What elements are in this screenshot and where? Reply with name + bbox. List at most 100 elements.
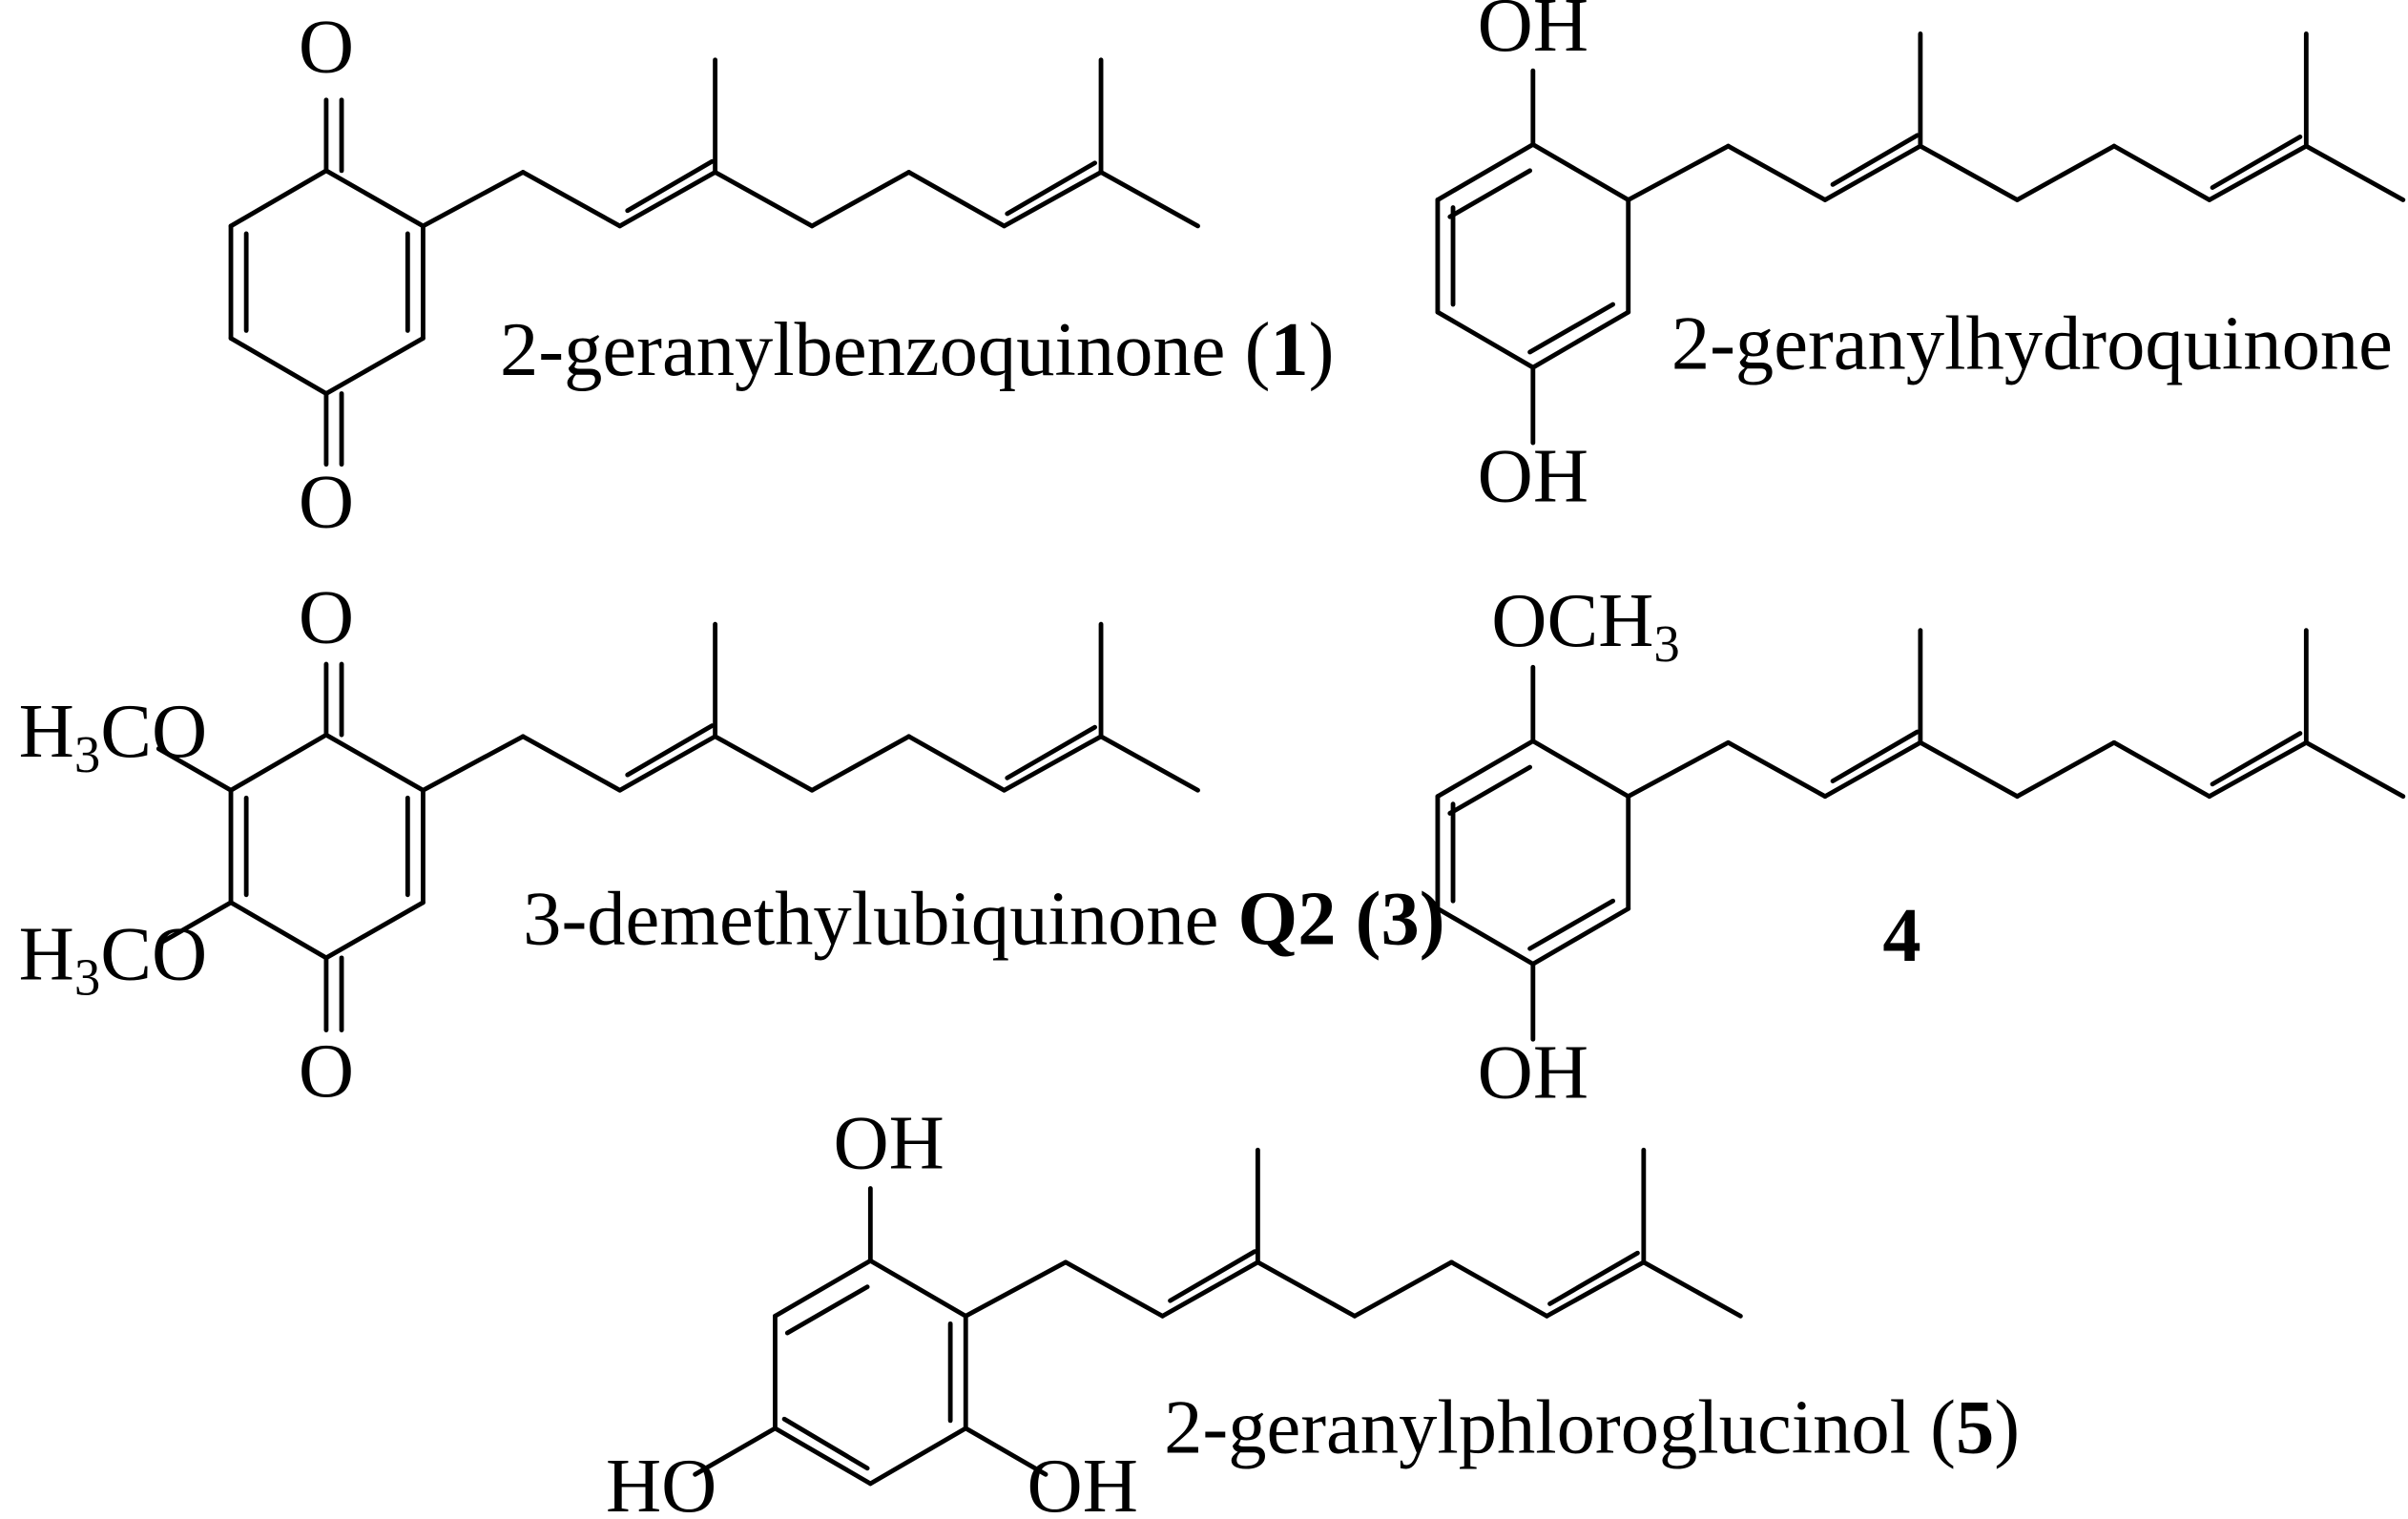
quinone-bond	[156, 746, 234, 793]
quinone-bond	[323, 168, 426, 229]
geranyl-bond	[1160, 1259, 1260, 1319]
compound-3-caption: 3-demethylubiquinone Q2 (3)	[523, 876, 1444, 961]
geranyl-bond	[809, 170, 912, 229]
geranyl-bond	[906, 170, 1007, 229]
geranyl-bond	[1002, 170, 1104, 229]
geranyl-bond	[809, 734, 912, 793]
geranyl-bond	[1626, 739, 1731, 800]
aromatic-bond	[1530, 905, 1631, 967]
geranyl-bond	[2210, 731, 2303, 787]
caption-close: )	[1994, 1385, 2020, 1470]
geranyl-bond	[713, 170, 815, 229]
compound-2: OH OH 2-geranylhydroquinone (2)	[1478, 0, 2408, 518]
geranyl-bond	[1547, 1250, 1640, 1306]
aromatic-bond	[867, 1258, 968, 1319]
geranyl-bond	[1830, 729, 1920, 783]
geranyl-bond	[1918, 143, 2020, 202]
aromatic-bond	[1530, 309, 1631, 370]
geranyl-bond	[2210, 134, 2303, 191]
aromatic-bond	[1527, 898, 1616, 951]
aromatic-bond	[1435, 309, 1536, 370]
compound-4: OCH3 OH 4	[1478, 578, 1921, 1115]
aromatic-bond	[773, 1425, 873, 1487]
atom-label-oh-top: OH	[834, 1101, 945, 1186]
atom-label-oh-top: OH	[1478, 0, 1588, 68]
methoxy-subscript: 3	[74, 948, 100, 1007]
geranyl-bond	[1063, 1259, 1165, 1319]
methoxy-subscript: 3	[1653, 614, 1679, 673]
aromatic-bond	[693, 1425, 778, 1477]
geranyl-bond	[2014, 143, 2117, 202]
methoxy-och: OCH	[1491, 578, 1653, 663]
quinone-bond	[228, 900, 329, 961]
aromatic-bond	[1527, 302, 1616, 355]
aromatic-bond	[1530, 142, 1631, 202]
bond-lines	[156, 31, 2406, 1487]
geranyl-bond	[2303, 739, 2406, 800]
geranyl-bond	[1255, 1259, 1358, 1319]
geranyl-bond	[1822, 143, 1923, 202]
aromatic-bond	[784, 1284, 870, 1336]
aromatic-bond	[867, 1425, 968, 1487]
geranyl-bond	[421, 734, 526, 793]
aromatic-bond	[773, 1258, 873, 1319]
compound-number: 1	[1270, 307, 1308, 392]
geranyl-bond	[1918, 739, 2020, 800]
geranyl-bond	[1005, 160, 1098, 217]
quinone-bond	[228, 168, 329, 229]
geranyl-bond	[1168, 1249, 1257, 1303]
methoxy-h: H	[19, 689, 74, 774]
geranyl-bond	[1726, 143, 1828, 202]
geranyl-bond	[1822, 739, 1923, 800]
atom-label-oh-right: OH	[1028, 1444, 1138, 1519]
compound-1-caption: 2-geranylbenzoquinone (1)	[500, 307, 1335, 392]
atom-label-o-top: O	[299, 5, 354, 90]
geranyl-bond	[1449, 1259, 1549, 1319]
aromatic-bond	[1435, 905, 1536, 967]
geranyl-bond	[1544, 1259, 1647, 1319]
methoxy-label-upper: H3CO	[19, 689, 207, 783]
methoxy-subscript: 3	[74, 725, 100, 783]
geranyl-bond	[1098, 734, 1200, 793]
geranyl-bond	[617, 734, 718, 793]
caption-name: 3-demethylubiquinone	[523, 876, 1237, 961]
geranyl-bond	[1626, 143, 1731, 202]
compound-number: 4	[1882, 893, 1920, 978]
atom-label-o-bottom: O	[299, 1029, 354, 1113]
geranyl-bond	[1726, 739, 1828, 800]
quinone-bond	[323, 336, 426, 396]
geranyl-bond	[963, 1259, 1069, 1319]
caption-name: 2-geranylbenzoquinone (	[500, 307, 1270, 392]
geranyl-bond	[1641, 1259, 1743, 1319]
geranyl-bond	[1002, 734, 1104, 793]
atom-label-ho-left: HO	[606, 1444, 716, 1519]
caption-name: 2-geranylphloroglucinol (	[1164, 1385, 1956, 1470]
compound-number: Q2 (3)	[1238, 876, 1445, 961]
methoxy-co: CO	[100, 911, 207, 996]
compound-1: O O 2-geranylbenzoquinone (1)	[299, 5, 1335, 545]
aromatic-bond	[1447, 168, 1533, 219]
geranyl-bond	[2111, 739, 2212, 800]
methoxy-h: H	[19, 911, 74, 996]
compound-5-caption: 2-geranylphloroglucinol (5)	[1164, 1385, 2020, 1470]
quinone-bond	[323, 732, 426, 793]
compound-number: 5	[1956, 1385, 1994, 1470]
geranyl-bond	[617, 170, 718, 229]
caption-name: 2-geranylhydroquinone (	[1671, 302, 2408, 386]
geranyl-bond	[421, 170, 526, 229]
geranyl-bond	[2014, 739, 2117, 800]
geranyl-bond	[2207, 143, 2309, 202]
geranyl-bond	[1005, 724, 1098, 780]
compound-5: OH HO OH 2-geranylphloroglucinol (5)	[606, 1101, 2020, 1519]
geranyl-bond	[1352, 1259, 1454, 1319]
geranyl-bond	[2207, 739, 2309, 800]
atom-label-o-bottom: O	[299, 460, 354, 545]
methoxy-co: CO	[100, 689, 207, 774]
aromatic-bond	[1435, 142, 1536, 202]
geranyl-bond	[713, 734, 815, 793]
aromatic-bond	[1530, 739, 1631, 800]
methoxy-label-top: OCH3	[1491, 578, 1679, 673]
caption-close: )	[1309, 307, 1335, 392]
quinone-bond	[323, 900, 426, 961]
